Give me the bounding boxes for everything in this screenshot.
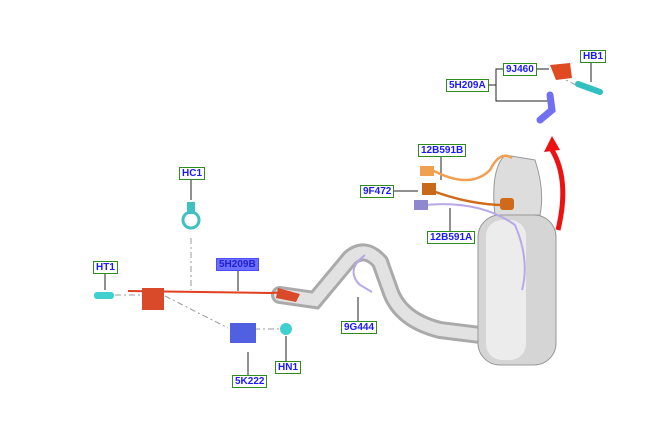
callout-12b591b[interactable]: 12B591B: [418, 144, 467, 157]
callout-hc1[interactable]: HC1: [179, 167, 206, 180]
callout-hb1[interactable]: HB1: [580, 50, 607, 63]
sensor-wire-12b591a: [424, 203, 526, 291]
sensor-wire-9f472: [429, 188, 506, 207]
bracket-red: [142, 288, 164, 310]
part-hc1: [181, 210, 201, 230]
callout-12b591a[interactable]: 12B591A: [427, 231, 476, 244]
callout-5h209b[interactable]: 5H209B: [216, 258, 259, 271]
leader-lines: [104, 62, 592, 375]
direction-arrow: [549, 148, 566, 231]
sensor-wire-9g444: [352, 254, 373, 293]
part-ht1: [94, 292, 114, 299]
callout-9f472[interactable]: 9F472: [360, 185, 395, 198]
part-hb1: [575, 81, 603, 95]
part-9j460: [550, 63, 572, 80]
callout-ht1[interactable]: HT1: [93, 261, 118, 274]
callout-5h209a[interactable]: 5H209A: [446, 79, 489, 92]
callout-5k222[interactable]: 5K222: [232, 375, 268, 388]
part-hn1: [280, 323, 292, 335]
sensor-wire-12b591b: [431, 154, 513, 182]
part-5k222: [230, 323, 256, 343]
part-5h209a: [536, 91, 556, 124]
connector-9f472: [422, 183, 436, 195]
callout-hn1[interactable]: HN1: [275, 361, 302, 374]
callout-9j460[interactable]: 9J460: [503, 63, 537, 76]
callout-9g444[interactable]: 9G444: [341, 321, 378, 334]
